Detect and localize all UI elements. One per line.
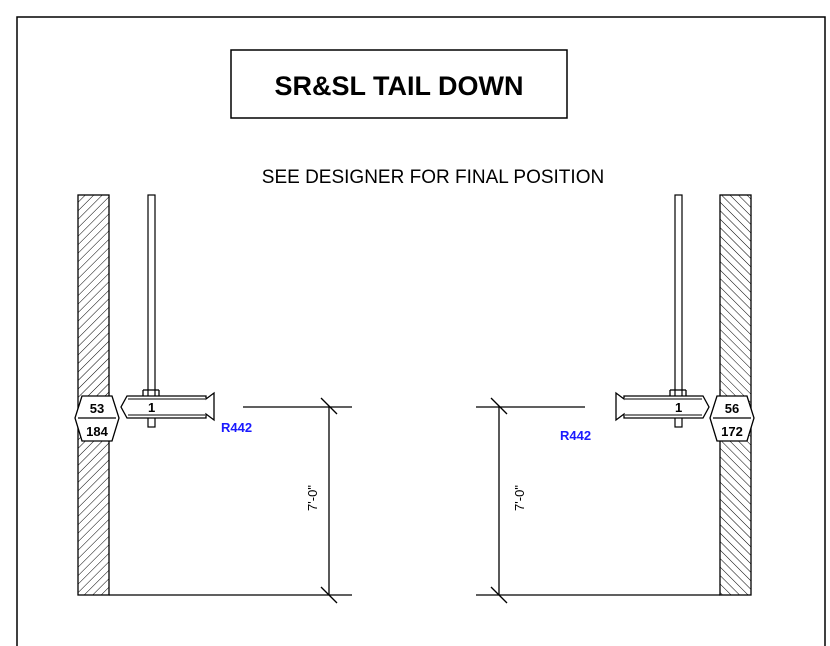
right-dimension-label: 7'-0" [512,485,527,511]
left-tag-lower-number: 184 [86,424,108,439]
left-circuit-label: R442 [221,420,252,435]
left-tag-upper-number: 53 [90,401,104,416]
left-wall [77,194,110,596]
left-fixture [120,391,215,422]
designer-note: SEE DESIGNER FOR FINAL POSITION [262,167,604,188]
right-tag-upper-number: 56 [725,401,739,416]
left-boom-pipe [147,194,156,428]
right-stage-assembly: 1 56 172 R442 7'-0" [476,194,755,604]
right-fixture-number: 1 [675,400,682,415]
left-stage-assembly: 1 53 184 R442 7'-0" [74,194,352,604]
right-fixture [615,391,710,422]
right-boom-pipe [674,194,683,428]
page-title: SR&SL TAIL DOWN [275,71,524,101]
right-circuit-label: R442 [560,428,591,443]
title-box [230,49,568,119]
left-dimension-label: 7'-0" [305,485,320,511]
left-fixture-number: 1 [148,400,155,415]
drawing-border [16,16,826,646]
right-tag-lower-number: 172 [721,424,743,439]
right-wall [719,194,752,596]
